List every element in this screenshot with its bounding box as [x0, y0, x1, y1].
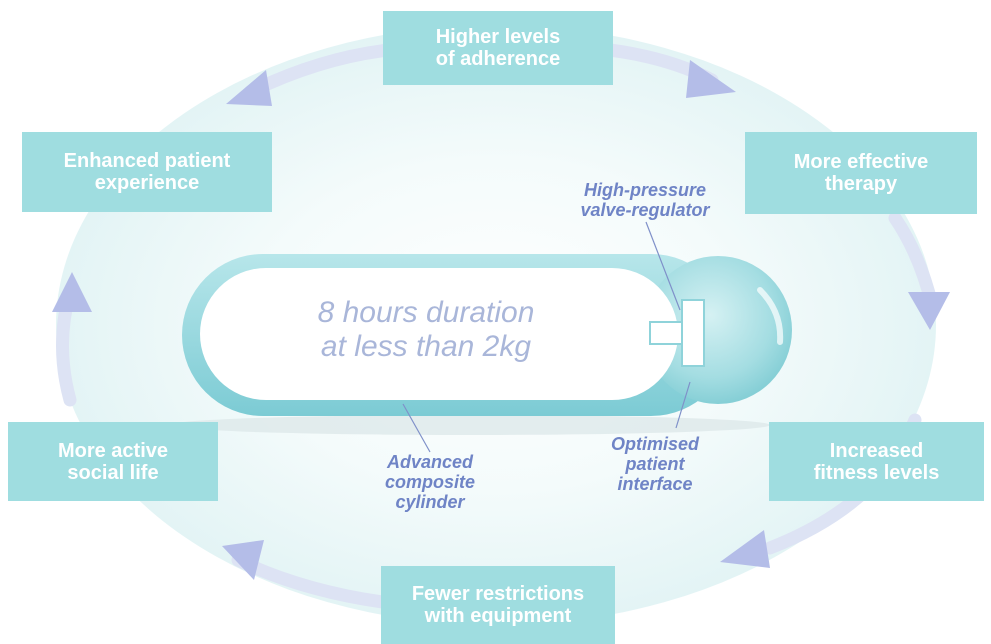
box-fitness-line-2: fitness levels	[813, 461, 940, 484]
leader-lines	[402, 221, 691, 453]
arrow-top-left-icon	[226, 70, 272, 106]
callout-cylinder-line-1: Advanced	[386, 452, 474, 472]
box-adherence-line-1: Higher levels	[435, 26, 561, 48]
oxygen-cylinder	[182, 254, 792, 416]
arrow-bottom-left-icon	[222, 540, 264, 580]
box-experience-line-1: Enhanced patient	[63, 150, 231, 172]
center-line-2: at less than 2kg	[320, 330, 532, 363]
box-therapy: More effective therapy	[745, 132, 977, 214]
callout-patient-interface: Optimised patient interface	[580, 434, 730, 494]
box-adherence-line-2: of adherence	[435, 48, 561, 70]
center-line-1: 8 hours duration	[317, 296, 535, 329]
arrow-right-icon	[908, 292, 950, 330]
cycle-arrowheads	[52, 60, 950, 580]
box-fitness-line-1: Increased	[829, 439, 924, 462]
box-social-line-2: social life	[67, 461, 159, 484]
callout-composite-cylinder: Advanced composite cylinder	[345, 452, 515, 512]
box-experience-line-2: experience	[94, 172, 200, 194]
box-adherence: Higher levels of adherence	[383, 11, 613, 85]
callout-valve-line-2: valve-regulator	[580, 200, 710, 220]
callout-interface-line-3: interface	[617, 474, 693, 494]
callout-cylinder-line-2: composite	[384, 472, 476, 492]
valve-regulator-icon	[649, 321, 687, 345]
box-restrictions-line-2: with equipment	[424, 605, 572, 627]
callout-cylinder-line-3: cylinder	[395, 492, 465, 512]
callout-interface-line-1: Optimised	[610, 434, 699, 454]
cylinder-center-text: 8 hours duration at less than 2kg	[246, 296, 606, 364]
callout-valve-regulator: High-pressure valve-regulator	[540, 180, 750, 220]
arrow-top-right-icon	[686, 60, 736, 98]
box-restrictions: Fewer restrictions with equipment	[381, 566, 615, 644]
cylinder-shadow	[170, 415, 770, 435]
callout-interface-line-2: patient	[625, 454, 685, 474]
box-fitness: Increased fitness levels	[769, 422, 984, 501]
box-social-line-1: More active	[57, 439, 169, 462]
box-therapy-line-2: therapy	[824, 173, 898, 195]
box-experience: Enhanced patient experience	[22, 132, 272, 212]
callout-valve-line-1: High-pressure	[583, 180, 707, 200]
box-restrictions-line-1: Fewer restrictions	[411, 583, 585, 605]
box-therapy-line-1: More effective	[793, 151, 929, 173]
box-social: More active social life	[8, 422, 218, 501]
arrow-bottom-right-icon	[720, 530, 770, 568]
arrow-left-icon	[52, 272, 92, 312]
